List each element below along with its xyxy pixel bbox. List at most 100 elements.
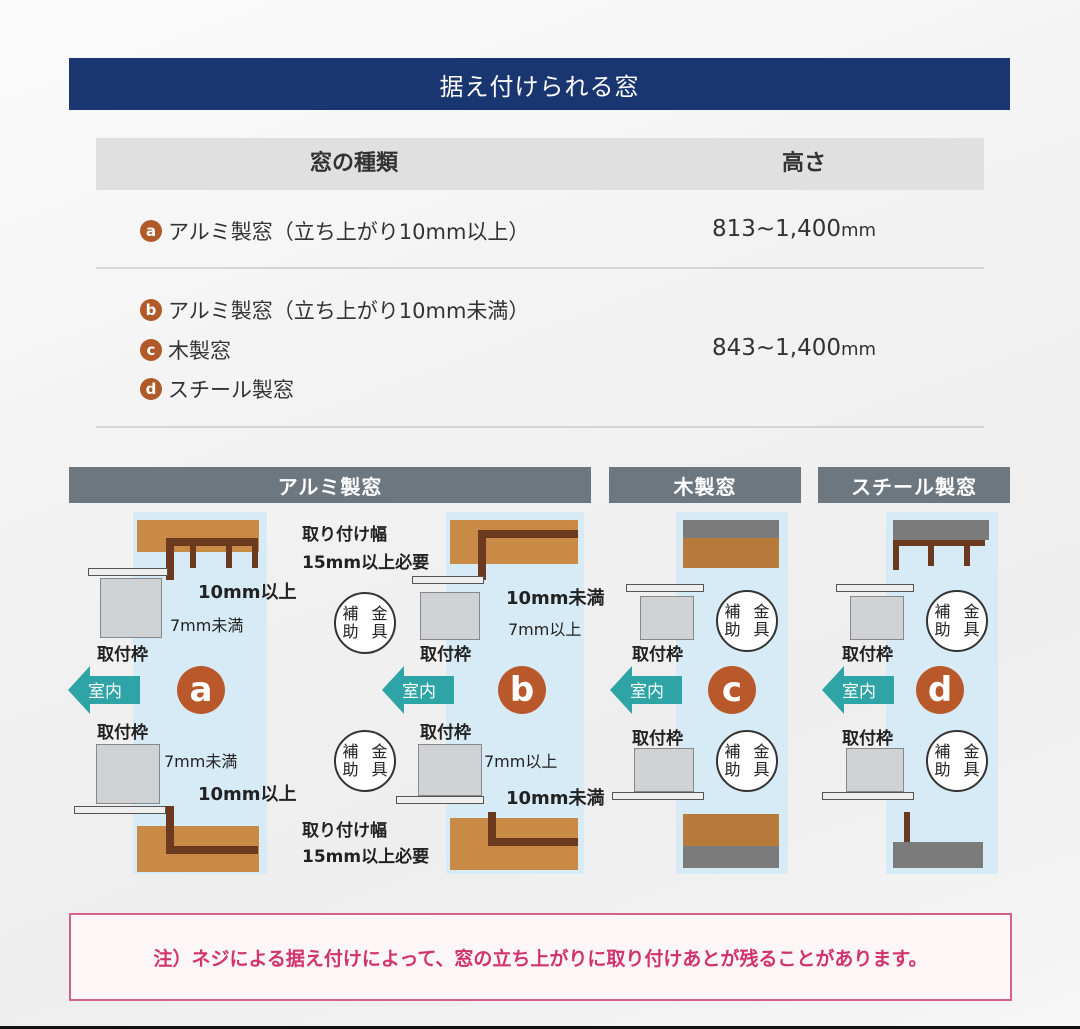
width-label: 取り付け幅 xyxy=(302,525,387,545)
frame-label: 取付枠 xyxy=(97,645,148,665)
divider xyxy=(96,267,984,269)
bracket-label: 補助 xyxy=(342,604,359,641)
column-header-type: 窓の種類 xyxy=(310,151,399,176)
mount-frame xyxy=(418,744,482,796)
bracket-label: 補助 xyxy=(724,742,741,779)
window-frame xyxy=(166,846,258,854)
mount-frame xyxy=(100,578,162,638)
table-header: 窓の種類 高さ xyxy=(96,138,984,190)
bracket-label: 金具 xyxy=(963,602,980,639)
bracket-label: 金具 xyxy=(753,602,770,639)
badge-c: c xyxy=(140,339,162,361)
bracket-label: 金具 xyxy=(963,742,980,779)
screw-icon xyxy=(612,792,704,800)
dim-label: 7mm未満 xyxy=(170,616,244,635)
bracket-callout: 補助金具 xyxy=(334,592,396,654)
screw-icon xyxy=(822,792,914,800)
steel-frame xyxy=(964,540,970,566)
width-label: 15mm以上必要 xyxy=(302,553,430,573)
dim-label: 10mm以上 xyxy=(198,582,297,603)
screw-icon xyxy=(74,806,166,814)
wood-sill-bottom xyxy=(683,814,779,846)
height-range: 813~1,400 xyxy=(712,216,842,242)
divider xyxy=(0,1026,1080,1029)
window-frame xyxy=(166,538,258,546)
window-frame xyxy=(478,530,486,580)
badge-d-large: d xyxy=(916,666,964,714)
bracket-callout: 補助金具 xyxy=(334,730,396,792)
indoor-label: 室内 xyxy=(842,682,876,702)
dim-label: 10mm以上 xyxy=(198,784,297,805)
sill-top xyxy=(450,520,578,564)
bracket-callout: 補助金具 xyxy=(926,730,988,792)
height-unit: mm xyxy=(841,220,877,241)
mount-frame xyxy=(850,596,904,640)
width-label: 15mm以上必要 xyxy=(302,847,430,867)
indoor-arrow-icon: 室内 xyxy=(382,666,454,714)
bracket-label: 補助 xyxy=(934,742,951,779)
window-frame xyxy=(190,538,196,568)
steel-frame xyxy=(893,540,899,570)
bracket-label: 補助 xyxy=(934,602,951,639)
window-type-c: c 木製窓 xyxy=(140,335,231,365)
badge-b: b xyxy=(140,299,162,321)
frame-label: 取付枠 xyxy=(842,729,893,749)
height-value: 813~1,400mm xyxy=(712,216,876,242)
dim-label: 10mm未満 xyxy=(506,588,605,609)
section-steel: スチール製窓 xyxy=(818,467,1010,503)
badge-d: d xyxy=(140,378,162,400)
divider xyxy=(96,426,984,428)
window-type-label: アルミ製窓（立ち上がり10mm以上） xyxy=(168,220,530,244)
width-label: 取り付け幅 xyxy=(302,821,387,841)
section-aluminum: アルミ製窓 xyxy=(69,467,591,503)
bracket-callout: 補助金具 xyxy=(716,590,778,652)
window-type-b: b アルミ製窓（立ち上がり10mm未満） xyxy=(140,295,529,325)
indoor-arrow-icon: 室内 xyxy=(68,666,140,714)
height-unit: mm xyxy=(841,339,877,360)
window-frame xyxy=(226,538,232,568)
mount-frame xyxy=(640,596,694,640)
frame-label: 取付枠 xyxy=(632,645,683,665)
mount-frame xyxy=(420,592,480,640)
table-row: b アルミ製窓（立ち上がり10mm未満） c 木製窓 d スチール製窓 843~… xyxy=(96,269,984,427)
table-row: a アルミ製窓（立ち上がり10mm以上） 813~1,400mm xyxy=(96,190,984,268)
bracket-callout: 補助金具 xyxy=(716,730,778,792)
bracket-label: 補助 xyxy=(342,742,359,779)
screw-icon xyxy=(836,584,914,592)
note: 注）ネジによる据え付けによって、窓の立ち上がりに取り付けあとが残ることがあります… xyxy=(69,913,1012,1001)
steel-frame xyxy=(904,812,910,842)
frame-label: 取付枠 xyxy=(842,645,893,665)
mount-frame xyxy=(96,744,160,804)
steel-frame xyxy=(928,540,934,566)
indoor-label: 室内 xyxy=(630,682,664,702)
screw-icon xyxy=(396,796,484,804)
screw-icon xyxy=(626,584,704,592)
wall-top xyxy=(893,520,989,540)
badge-a: a xyxy=(140,220,162,242)
sill-top xyxy=(137,520,259,552)
badge-b-large: b xyxy=(498,666,546,714)
page-title: 据え付けられる窓 xyxy=(69,58,1010,110)
dim-label: 7mm以上 xyxy=(484,752,558,771)
frame-label: 取付枠 xyxy=(420,723,471,743)
window-frame xyxy=(478,530,578,538)
frame-label: 取付枠 xyxy=(97,723,148,743)
window-type-a: a アルミ製窓（立ち上がり10mm以上） xyxy=(140,216,529,246)
screw-icon xyxy=(88,568,168,576)
indoor-arrow-icon: 室内 xyxy=(610,666,682,714)
frame-label: 取付枠 xyxy=(420,645,471,665)
column-header-height: 高さ xyxy=(782,151,827,176)
window-frame xyxy=(488,838,578,846)
screw-icon xyxy=(412,576,484,584)
wood-sill-top xyxy=(683,538,779,568)
badge-a-large: a xyxy=(177,666,225,714)
wall-top xyxy=(683,520,779,538)
bracket-callout: 補助金具 xyxy=(926,590,988,652)
dim-label: 7mm以上 xyxy=(508,620,582,639)
height-value: 843~1,400mm xyxy=(712,335,876,361)
window-frame xyxy=(166,538,174,580)
window-type-label: スチール製窓 xyxy=(168,378,294,402)
bracket-label: 金具 xyxy=(753,742,770,779)
window-type-d: d スチール製窓 xyxy=(140,374,294,404)
badge-c-large: c xyxy=(708,666,756,714)
